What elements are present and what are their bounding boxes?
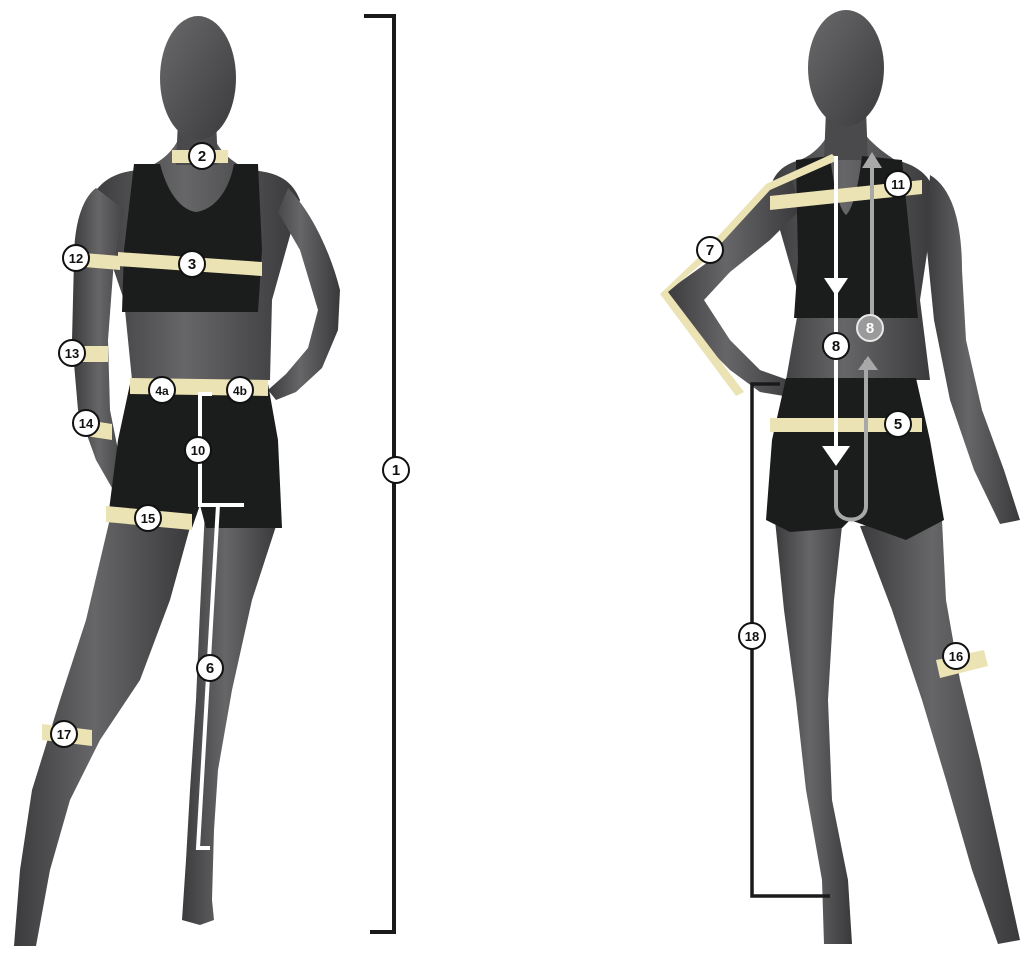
marker-7-label: 7 [706,242,714,259]
marker-14: 14 [73,410,99,436]
marker-2: 2 [189,143,215,169]
marker-17: 17 [51,721,77,747]
marker-4b: 4b [227,377,253,403]
marker-15: 15 [135,505,161,531]
marker-8-gray-label: 8 [866,320,874,337]
marker-2-label: 2 [198,148,206,165]
back-shorts [766,378,944,540]
marker-17-label: 17 [57,727,71,742]
marker-12: 12 [63,245,89,271]
marker-3: 3 [179,251,205,277]
marker-4b-label: 4b [233,384,247,398]
front-head [160,16,236,140]
marker-8-label: 8 [832,338,840,355]
back-left-leg [775,520,852,944]
marker-15-label: 15 [141,511,155,526]
marker-4a: 4a [149,377,175,403]
marker-14-label: 14 [79,416,94,431]
marker-1: 1 [383,457,409,483]
back-head [808,10,884,126]
marker-13-label: 13 [65,346,79,361]
marker-11-label: 11 [891,177,905,192]
marker-10: 10 [185,437,211,463]
marker-3-label: 3 [188,256,196,273]
front-right-leg [182,510,278,925]
marker-1-label: 1 [392,462,400,479]
marker-8: 8 [823,333,849,359]
back-arm-right [926,175,1020,524]
marker-11: 11 [885,171,911,197]
marker-12-label: 12 [69,251,83,266]
marker-13: 13 [59,340,85,366]
front-left-leg [14,510,192,946]
marker-4a-label: 4a [155,384,169,398]
marker-18: 18 [739,623,765,649]
marker-6: 6 [197,655,223,681]
marker-8-gray: 8 [857,315,883,341]
back-mannequin [666,10,1020,944]
marker-16-label: 16 [949,649,963,664]
marker-5: 5 [885,411,911,437]
marker-5-label: 5 [894,416,902,433]
back-right-leg [860,520,1020,944]
marker-18-label: 18 [745,629,759,644]
marker-6-label: 6 [206,660,214,677]
marker-7: 7 [697,237,723,263]
marker-16: 16 [943,643,969,669]
marker-10-label: 10 [191,443,205,458]
